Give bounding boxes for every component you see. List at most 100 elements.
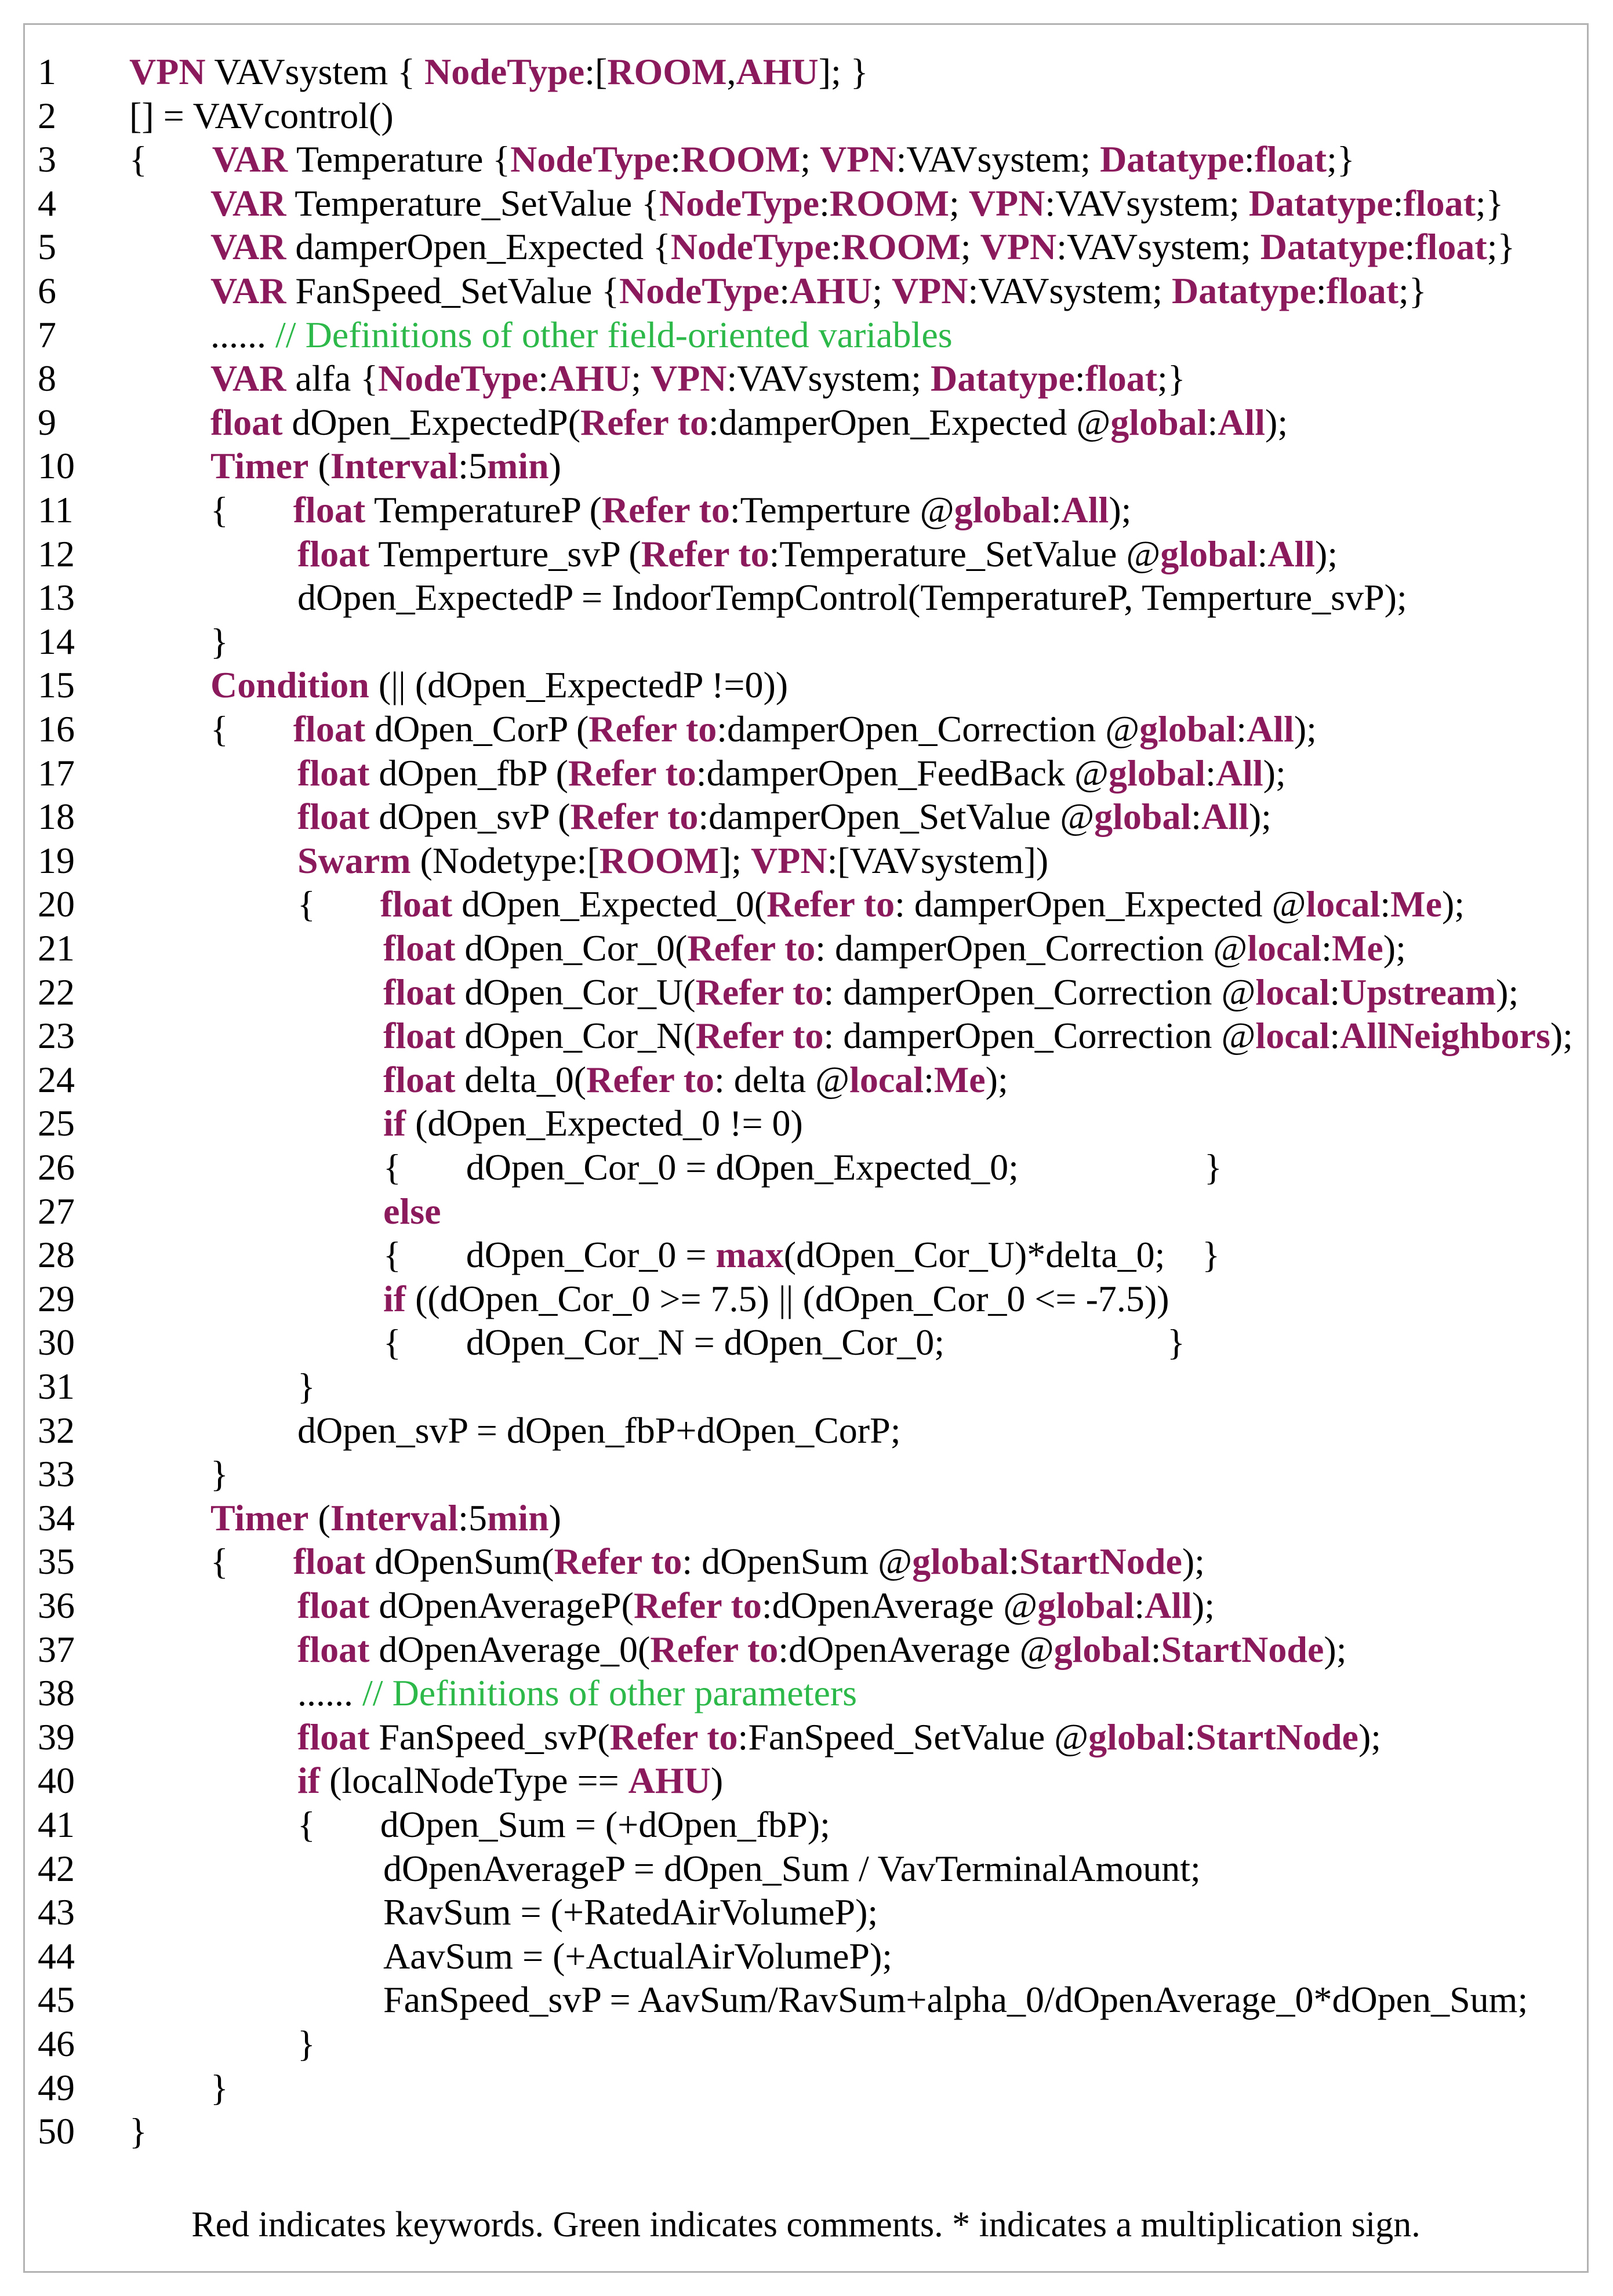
code-token: dOpen_fbP (	[369, 752, 568, 794]
keyword: Datatype	[1260, 226, 1405, 268]
keyword: Refer to	[609, 1716, 738, 1758]
keyword: global	[1139, 708, 1237, 749]
code-token: :[VAVsystem])	[827, 839, 1049, 881]
keyword: float	[293, 708, 366, 749]
keyword: float	[297, 752, 370, 794]
keyword: VAR	[210, 270, 286, 311]
code-token: alfa {	[286, 358, 379, 399]
line-number: 32	[38, 1409, 75, 1451]
code-line: 26{ dOpen_Cor_0 = dOpen_Expected_0; }	[25, 1145, 1587, 1190]
code-text: { dOpen_Cor_0 = dOpen_Expected_0; }	[383, 1145, 1222, 1190]
code-token: );	[1182, 1541, 1205, 1582]
line-number: 43	[38, 1891, 75, 1933]
keyword: global	[1053, 1628, 1151, 1670]
line-number: 37	[38, 1628, 75, 1670]
keyword: StartNode	[1019, 1541, 1182, 1582]
code-token: ;	[872, 270, 892, 311]
line-number: 10	[38, 445, 75, 487]
keyword: local	[849, 1058, 924, 1100]
line-number: 49	[38, 2066, 75, 2108]
keyword: local	[1255, 1015, 1330, 1057]
code-token: dOpenAverageP(	[369, 1585, 634, 1626]
line-number: 11	[38, 489, 74, 530]
code-token: :VAVsystem;	[1045, 182, 1249, 224]
code-text: ...... // Definitions of other parameter…	[297, 1671, 857, 1716]
line-number: 9	[38, 401, 56, 443]
keyword: float	[383, 1015, 456, 1057]
keyword: Datatype	[1172, 270, 1316, 311]
keyword: AHU	[548, 358, 631, 399]
line-number: 20	[38, 883, 75, 925]
code-token: AavSum = (+ActualAirVolumeP);	[383, 1935, 893, 1977]
code-token: dOpen_ExpectedP = IndoorTempControl(Temp…	[297, 577, 1407, 618]
code-token: :Temperture @	[729, 489, 954, 530]
keyword: Datatype	[931, 358, 1075, 399]
keyword: Refer to	[641, 533, 769, 574]
code-token: TemperatureP (	[365, 489, 602, 530]
code-token: ;	[800, 139, 820, 180]
code-token: ;}	[1398, 270, 1427, 311]
line-number: 27	[38, 1190, 75, 1232]
code-line: 16{ float dOpen_CorP (Refer to:damperOpe…	[25, 707, 1587, 752]
code-line: 30{ dOpen_Cor_N = dOpen_Cor_0; }	[25, 1320, 1587, 1365]
keyword: NodeType	[424, 51, 585, 92]
keyword: local	[1255, 971, 1330, 1013]
keyword: local	[1306, 883, 1381, 925]
code-token: :VAVsystem;	[968, 270, 1172, 311]
code-token: :5	[458, 1497, 487, 1538]
keyword: global	[1160, 533, 1258, 574]
code-text: { float dOpen_Expected_0(Refer to: dampe…	[297, 882, 1465, 927]
keyword: float	[1085, 358, 1158, 399]
code-token: dOpenAverage_0(	[369, 1628, 651, 1670]
code-token: FanSpeed_svP = AavSum/RavSum+alpha_0/dOp…	[383, 1979, 1528, 2021]
keyword: if	[297, 1760, 321, 1802]
code-token: :	[1009, 1541, 1019, 1582]
code-line: 27 else	[25, 1189, 1587, 1234]
code-text: { VAR Temperature {NodeType:ROOM; VPN:VA…	[129, 137, 1355, 182]
line-number: 40	[38, 1760, 75, 1802]
code-token: );	[1550, 1015, 1573, 1057]
keyword: min	[486, 445, 549, 487]
keyword: Swarm	[297, 839, 411, 881]
code-text: Timer (Interval:5min)	[210, 443, 561, 489]
keyword: float	[383, 971, 456, 1013]
code-text: float dOpenAverage_0(Refer to:dOpenAvera…	[297, 1627, 1346, 1672]
code-text: if ((dOpen_Cor_0 >= 7.5) || (dOpen_Cor_0…	[383, 1276, 1169, 1322]
code-token: :5	[458, 445, 487, 487]
line-number: 33	[38, 1453, 75, 1495]
code-token: ]; }	[818, 51, 869, 92]
line-number: 12	[38, 533, 75, 574]
code-token: ;	[949, 182, 969, 224]
keyword: All	[1215, 752, 1263, 794]
code-line: 17 float dOpen_fbP (Refer to:damperOpen_F…	[25, 751, 1587, 796]
code-text: float dOpen_fbP (Refer to:damperOpen_Fee…	[297, 751, 1286, 796]
line-number: 17	[38, 752, 75, 794]
code-text: else	[383, 1189, 441, 1234]
code-token: :	[538, 358, 548, 399]
code-line: 46}	[25, 2021, 1587, 2066]
line-number: 2	[38, 94, 56, 136]
code-text: }	[210, 619, 228, 664]
code-token: Temperature {	[288, 139, 511, 180]
code-token: ((dOpen_Cor_0 >= 7.5) || (dOpen_Cor_0 <=…	[406, 1278, 1169, 1319]
keyword: VPN	[891, 270, 968, 311]
keyword: AHU	[628, 1760, 711, 1802]
code-token: :FanSpeed_SetValue @	[738, 1716, 1089, 1758]
keyword: All	[1267, 533, 1315, 574]
keyword: global	[1094, 796, 1191, 838]
line-number: 28	[38, 1234, 75, 1276]
code-token: :	[1257, 533, 1268, 574]
code-line: 45 FanSpeed_svP = AavSum/RavSum+alpha_0/d…	[25, 1977, 1587, 2022]
code-token: :	[830, 226, 841, 268]
code-text: float Temperture_svP (Refer to:Temperatu…	[297, 532, 1338, 577]
keyword: if	[383, 1278, 406, 1319]
code-token: dOpen_ExpectedP(	[282, 401, 581, 443]
line-number: 45	[38, 1979, 75, 2021]
code-line: 35{ float dOpenSum(Refer to: dOpenSum @g…	[25, 1539, 1587, 1584]
code-token: ;}	[1327, 139, 1355, 180]
keyword: VPN	[129, 51, 206, 92]
code-token: }	[297, 1366, 315, 1407]
